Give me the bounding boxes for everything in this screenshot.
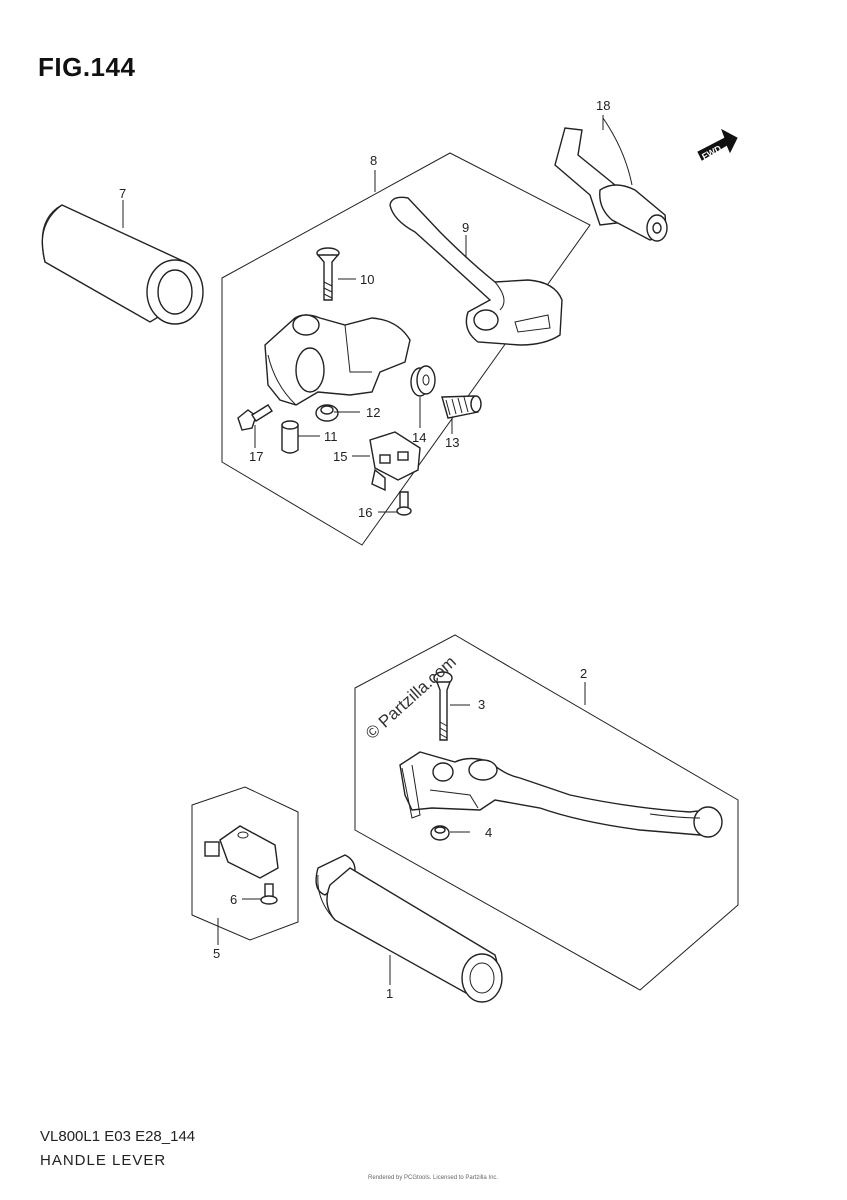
part-11-bushing[interactable]	[281, 420, 299, 454]
callout-9: 9	[462, 220, 469, 235]
callout-17: 17	[249, 449, 263, 464]
brake-lever-frame	[354, 634, 739, 991]
section-name: HANDLE LEVER	[40, 1152, 167, 1169]
part-10-pivot-bolt[interactable]	[316, 247, 340, 301]
part-1-throttle-grip[interactable]	[315, 854, 503, 1003]
brake-leader-lines	[450, 682, 586, 833]
part-9-clutch-lever[interactable]	[389, 196, 563, 346]
callout-5: 5	[213, 946, 220, 961]
part-17-screw[interactable]	[237, 404, 273, 431]
callout-6: 6	[230, 892, 237, 907]
grip-leader-lines	[217, 898, 391, 985]
part-5-brake-switch[interactable]	[204, 825, 279, 879]
part-6-screw[interactable]	[260, 883, 278, 905]
clutch-lever-bracket[interactable]	[264, 314, 411, 406]
figure-title: FIG.144	[38, 52, 136, 82]
callout-8: 8	[370, 153, 377, 168]
part-4-nut[interactable]	[430, 825, 450, 841]
top-leader-lines	[122, 115, 604, 513]
callout-15: 15	[333, 449, 347, 464]
callout-13: 13	[445, 435, 459, 450]
callout-10: 10	[360, 272, 374, 287]
callout-3: 3	[478, 697, 485, 712]
part-12-nut[interactable]	[315, 404, 339, 422]
brake-switch-frame	[191, 786, 299, 941]
callout-4: 4	[485, 825, 492, 840]
part-15-clutch-switch[interactable]	[369, 431, 421, 492]
part-14-adjuster-wheel[interactable]	[410, 365, 436, 397]
callout-14: 14	[412, 430, 426, 445]
callout-18: 18	[596, 98, 610, 113]
callout-11: 11	[324, 429, 338, 444]
part-3-pivot-bolt[interactable]	[433, 671, 453, 741]
callout-16: 16	[358, 505, 372, 520]
part-7-left-grip[interactable]	[41, 204, 204, 325]
part-13-adjuster-bolt[interactable]	[441, 395, 482, 419]
part-2-brake-lever[interactable]	[399, 751, 723, 838]
part-18-cable-boot[interactable]	[554, 117, 668, 242]
callout-12: 12	[366, 405, 380, 420]
clutch-assembly-frame	[221, 152, 591, 546]
callout-7: 7	[119, 186, 126, 201]
forward-direction-arrow: FWD	[697, 128, 738, 162]
callout-2: 2	[580, 666, 587, 681]
model-code: VL800L1 E03 E28_144	[40, 1128, 196, 1145]
callout-1: 1	[386, 986, 393, 1001]
part-16-screw[interactable]	[396, 491, 412, 516]
small-print: Rendered by PCGtools. Licensed to Partzi…	[368, 1175, 499, 1181]
